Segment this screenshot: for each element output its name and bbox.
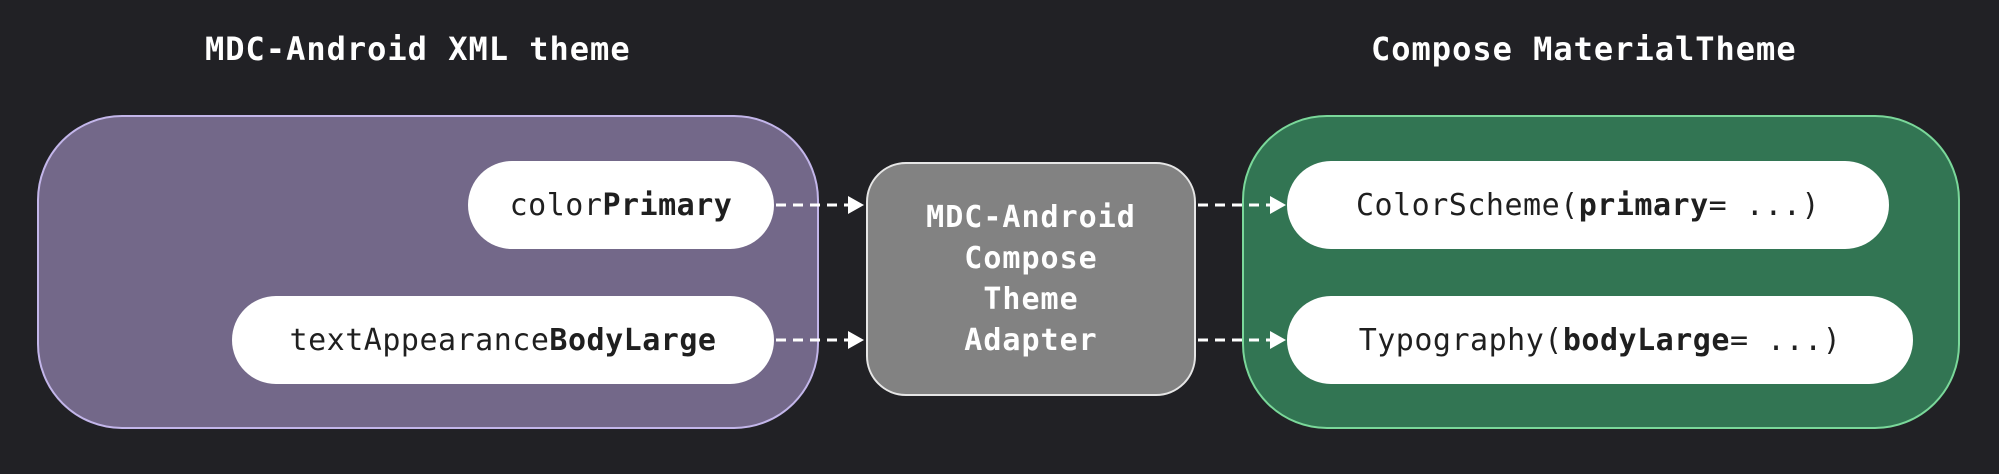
compose-item-emphasis: primary (1578, 187, 1709, 223)
compose-item-prefix: ColorScheme( (1355, 187, 1579, 223)
xml-attr-prefix: color (509, 187, 603, 223)
xml-theme-title: MDC-Android XML theme (205, 30, 631, 68)
adapter-line: MDC-Android (926, 200, 1136, 235)
compose-typography-body-large: Typography(bodyLarge = ...) (1287, 296, 1913, 384)
compose-item-suffix: = ...) (1708, 187, 1821, 223)
adapter-line: Adapter (964, 323, 1098, 358)
adapter-line: Compose (964, 241, 1098, 276)
adapter-line: Theme (983, 282, 1079, 317)
compose-color-scheme-primary: ColorScheme(primary = ...) (1287, 161, 1889, 249)
arrowhead-icon (1270, 331, 1286, 349)
compose-item-emphasis: bodyLarge (1562, 322, 1730, 358)
compose-item-suffix: = ...) (1729, 322, 1842, 358)
xml-attr-emphasis: Primary (602, 187, 733, 223)
theme-adapter-box: MDC-Android Compose Theme Adapter (866, 162, 1196, 396)
arrowhead-icon (848, 196, 864, 214)
compose-theme-title: Compose MaterialTheme (1371, 30, 1797, 68)
arrowhead-icon (1270, 196, 1286, 214)
compose-item-prefix: Typography( (1358, 322, 1563, 358)
xml-attr-emphasis: BodyLarge (549, 322, 717, 358)
xml-attr-prefix: textAppearance (289, 322, 550, 358)
arrowhead-icon (848, 331, 864, 349)
